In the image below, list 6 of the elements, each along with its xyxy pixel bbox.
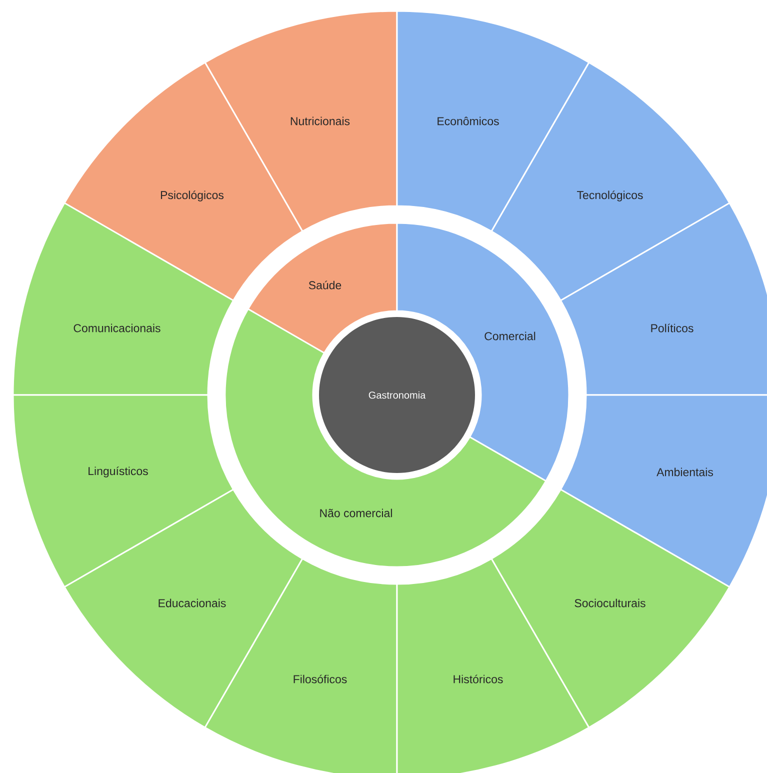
ring-sector: Linguísticos: [12, 394, 234, 588]
ring-sector: Ambientais: [560, 394, 767, 588]
node-label: Políticos: [651, 324, 694, 332]
ring-sector: Políticos: [560, 202, 767, 396]
ring-sector: Comunicacionais: [12, 202, 234, 396]
ring-sector: Saúde: [247, 222, 398, 354]
